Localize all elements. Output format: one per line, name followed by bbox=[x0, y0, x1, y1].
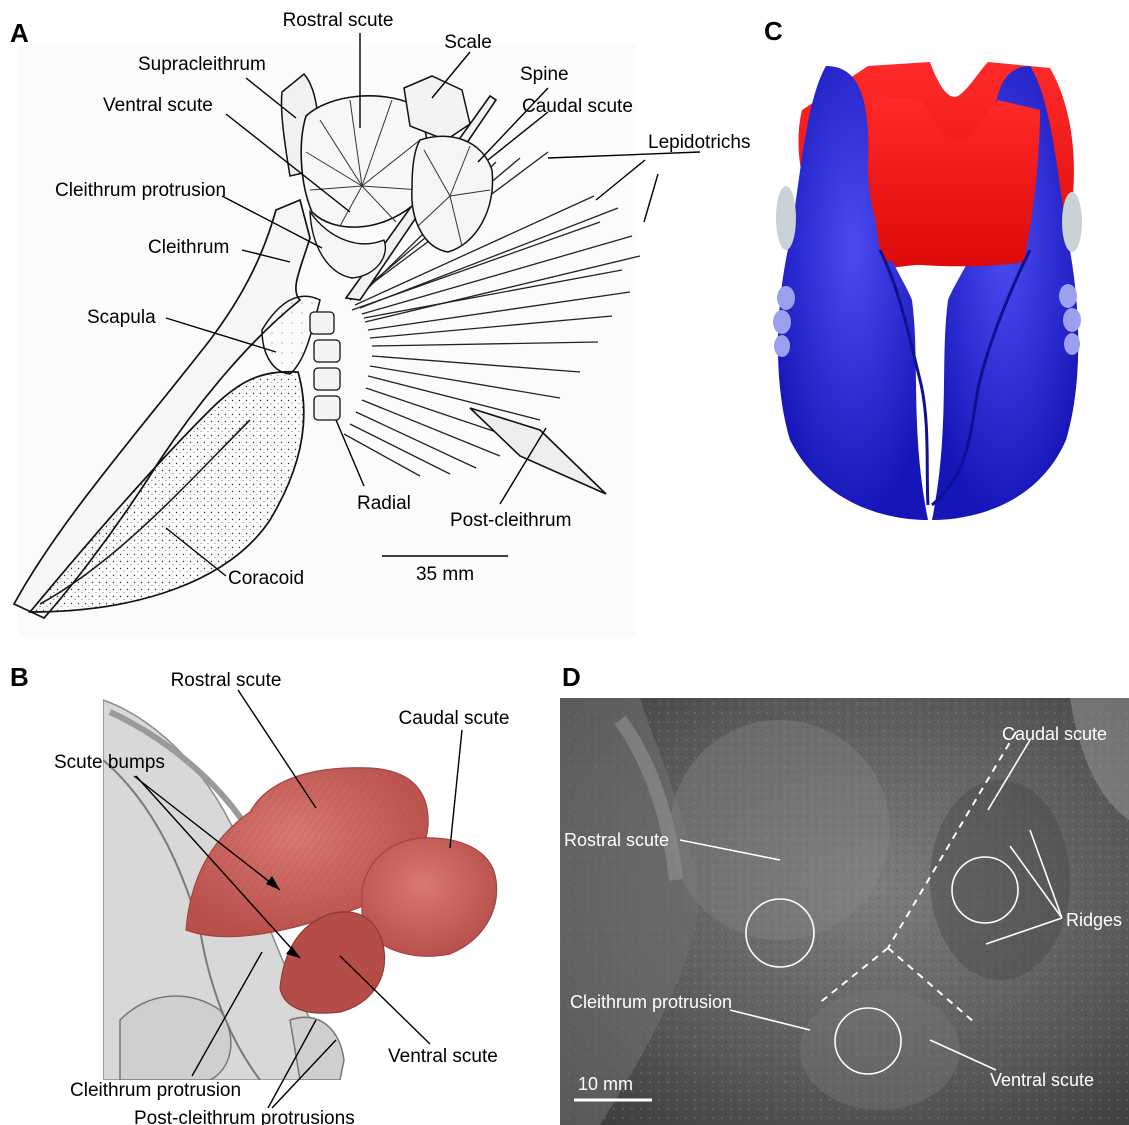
panel-c-letter: C bbox=[764, 16, 783, 46]
panel-a-letter: A bbox=[10, 18, 29, 48]
scale-bar-a-label: 35 mm bbox=[416, 564, 474, 585]
label-post-cleithrum: Post-cleithrum bbox=[450, 510, 571, 531]
caudal-scute-3d bbox=[362, 838, 497, 956]
label-b-post-cleithrum-protrusions: Post-cleithrum protrusions bbox=[134, 1108, 355, 1125]
label-d-ventral-scute: Ventral scute bbox=[990, 1070, 1094, 1090]
panel-c: C bbox=[764, 16, 1082, 520]
label-b-rostral-scute: Rostral scute bbox=[171, 670, 282, 691]
panel-d: D Caudal scute Rostral bbox=[560, 662, 1129, 1125]
label-b-ventral-scute: Ventral scute bbox=[388, 1046, 498, 1067]
panel-a: A bbox=[10, 10, 750, 637]
label-cleithrum: Cleithrum bbox=[148, 237, 229, 258]
label-b-caudal-scute: Caudal scute bbox=[399, 708, 510, 729]
label-coracoid: Coracoid bbox=[228, 568, 304, 589]
panel-b: B Rostral scut bbox=[10, 662, 509, 1125]
post-cleithrum-bone bbox=[120, 996, 231, 1080]
label-d-rostral-scute: Rostral scute bbox=[564, 830, 669, 850]
ventral-scute-photo bbox=[800, 990, 960, 1110]
label-d-ridges: Ridges bbox=[1066, 910, 1122, 930]
panel-d-letter: D bbox=[562, 662, 581, 692]
label-spine: Spine bbox=[520, 64, 569, 85]
label-cleithrum-protrusion: Cleithrum protrusion bbox=[55, 180, 226, 201]
rostral-scute-photo bbox=[670, 720, 890, 940]
label-caudal-scute: Caudal scute bbox=[522, 96, 633, 117]
panel-b-letter: B bbox=[10, 662, 29, 692]
label-radial: Radial bbox=[357, 493, 411, 514]
label-d-cleithrum-protrusion: Cleithrum protrusion bbox=[570, 992, 732, 1012]
label-b-cleithrum-protrusion: Cleithrum protrusion bbox=[70, 1080, 241, 1101]
label-b-scute-bumps: Scute bumps bbox=[54, 752, 165, 773]
label-ventral-scute: Ventral scute bbox=[103, 95, 213, 116]
label-scapula: Scapula bbox=[87, 307, 156, 328]
label-rostral-scute: Rostral scute bbox=[283, 10, 394, 31]
label-d-caudal-scute: Caudal scute bbox=[1002, 724, 1107, 744]
label-supracleithrum: Supracleithrum bbox=[138, 54, 266, 75]
label-scale: Scale bbox=[444, 32, 492, 53]
scale-bar-d-label: 10 mm bbox=[578, 1074, 633, 1094]
label-lepidotrichs: Lepidotrichs bbox=[648, 132, 750, 153]
